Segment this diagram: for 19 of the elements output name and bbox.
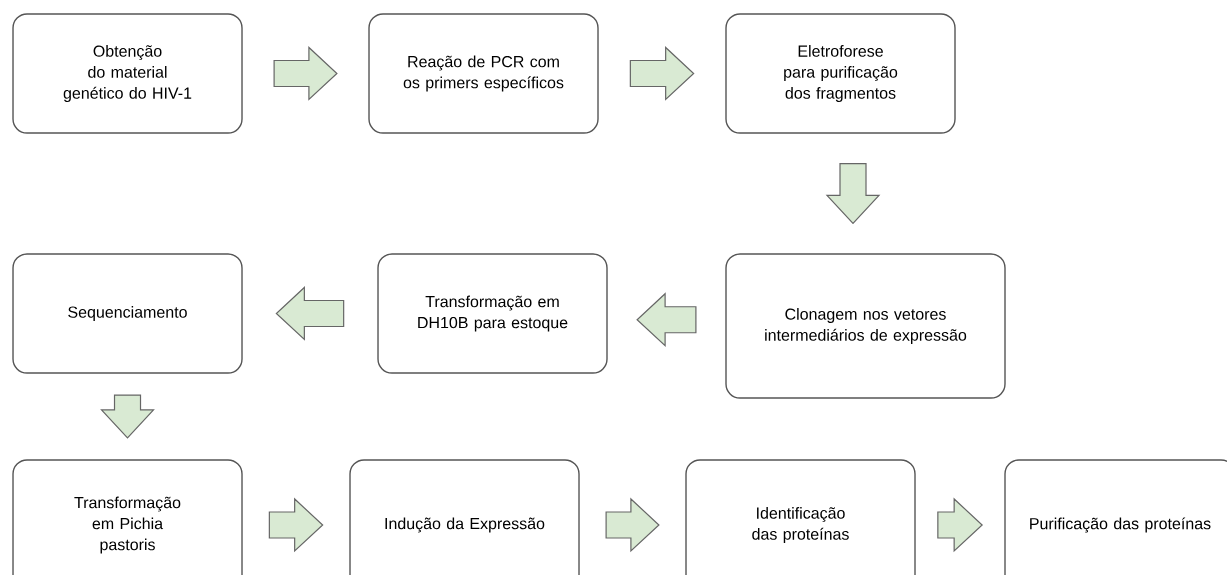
process-box: Identificação das proteínas xyxy=(685,459,916,575)
block-arrow xyxy=(825,163,881,225)
process-box: Eletroforese para purificação dos fragmentos xyxy=(725,13,956,134)
block-arrow xyxy=(273,46,338,101)
process-box: Sequenciamento xyxy=(12,253,243,374)
block-arrow xyxy=(605,497,660,553)
block-arrow xyxy=(937,497,984,553)
process-box: Purificação das proteínas xyxy=(1004,459,1227,575)
process-box: Transformação em DH10B para estoque xyxy=(377,253,608,374)
block-arrow xyxy=(275,286,345,341)
block-arrow xyxy=(636,292,697,348)
process-box: Indução da Expressão xyxy=(349,459,580,575)
process-box: Transformação em Pichia pastoris xyxy=(12,459,243,575)
block-arrow xyxy=(100,394,155,439)
process-box: Obtenção do material genético do HIV-1 xyxy=(12,13,243,134)
block-arrow xyxy=(629,46,695,101)
process-box: Clonagem nos vetores intermediários de expressão xyxy=(725,253,1006,399)
block-arrow xyxy=(268,497,324,553)
process-box: Reação de PCR com os primers específicos xyxy=(368,13,599,134)
